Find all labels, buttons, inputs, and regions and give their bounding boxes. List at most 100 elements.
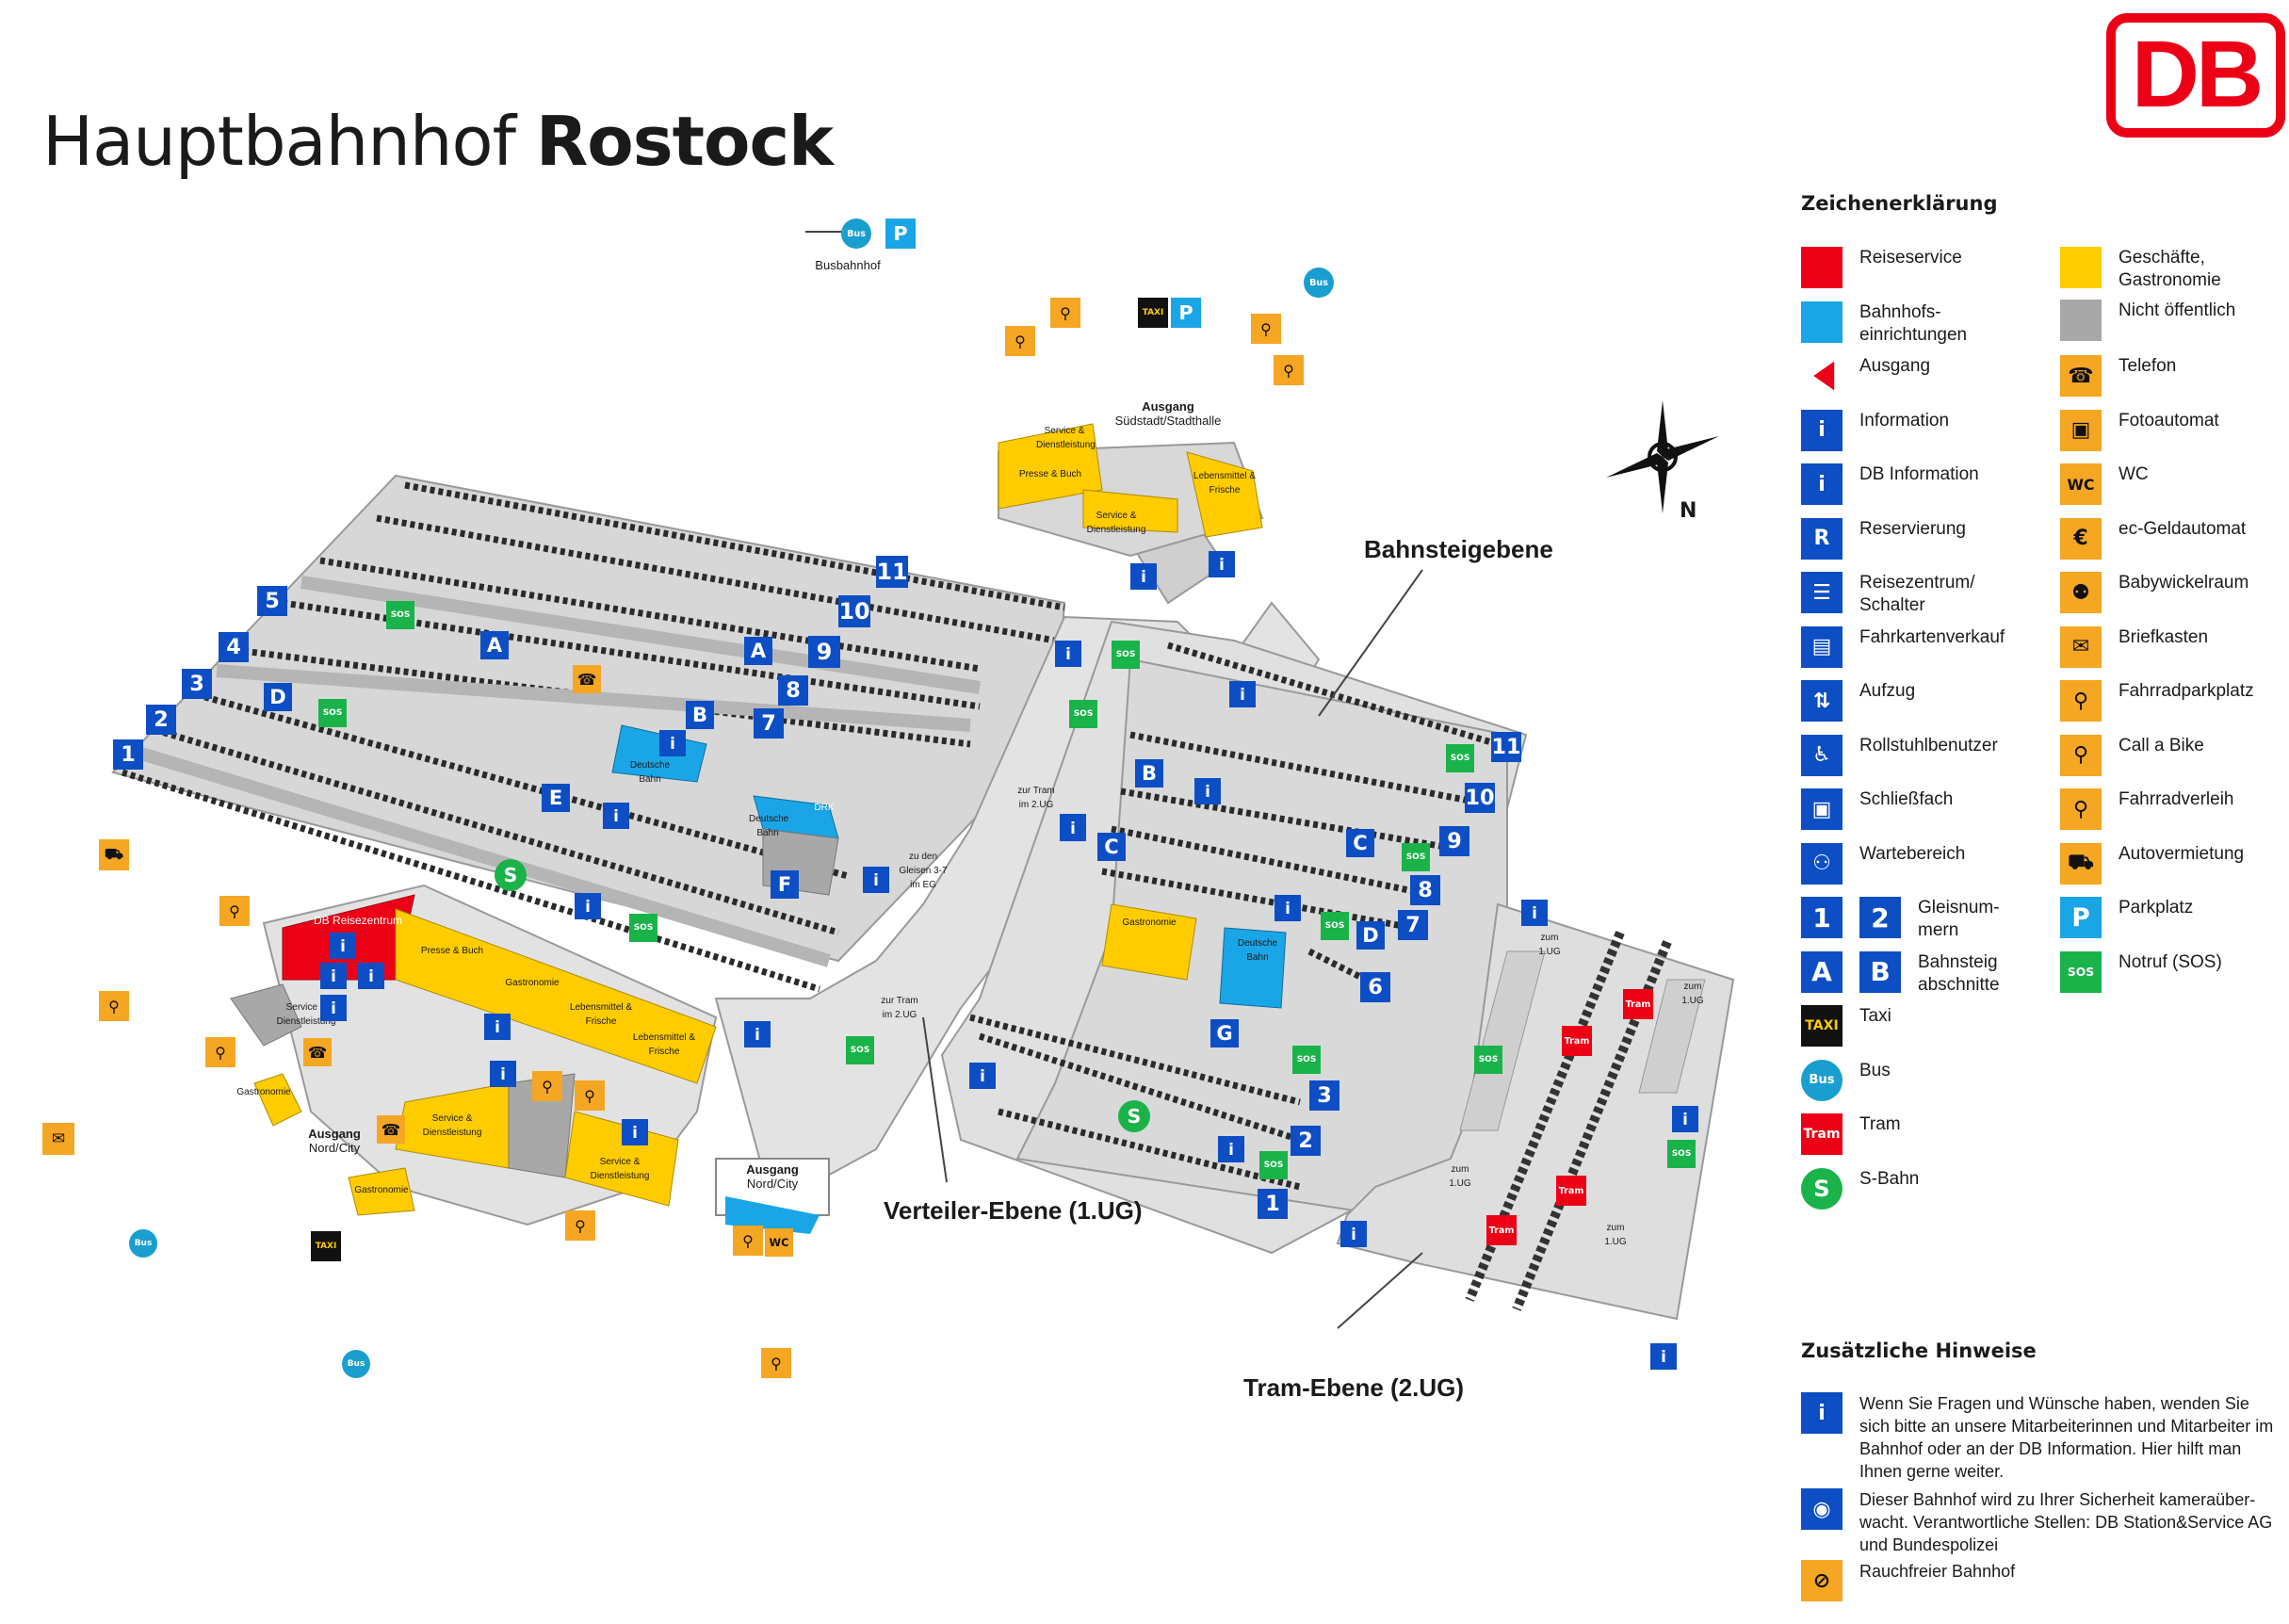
track-number-badge: 7: [1398, 910, 1428, 940]
reservation-icon: R: [1801, 517, 1843, 560]
info-icon: i: [484, 1014, 511, 1040]
sbahn-icon: S: [1118, 1100, 1150, 1132]
sos-icon: SOS: [1446, 744, 1474, 772]
taxi-icon: TAXI: [311, 1231, 341, 1261]
shop-label: Service & Dienstleistung: [422, 1113, 482, 1138]
legend-item-label: Ausgang: [1859, 356, 1931, 376]
shop-label: Service & Dienstleistung: [590, 1157, 650, 1181]
bus-icon: Bus: [841, 219, 871, 249]
info-icon: i: [330, 933, 356, 959]
legend-item: ▤Fahrkartenverkauf: [1801, 625, 2005, 668]
legend-item: Geschäfte, Gastronomie: [2060, 247, 2221, 292]
legend-item-label: Reservierung: [1859, 518, 1966, 539]
track-number-badge: 3: [1309, 1080, 1339, 1111]
shop-label: Deutsche Bahn: [1237, 938, 1278, 963]
info-icon: i: [659, 730, 686, 756]
info-icon: i: [1340, 1221, 1367, 1247]
info-icon: i: [1521, 900, 1548, 926]
shop-label: Presse & Buch: [1018, 469, 1082, 479]
phone-icon: ☎: [2060, 355, 2102, 397]
platform-section-badge: F: [771, 870, 799, 899]
platform-section-badge: D: [1356, 921, 1385, 950]
note-text: Dieser Bahnhof wird zu Ihrer Sicherheit …: [1859, 1490, 2273, 1554]
track-number-badge: 8: [1410, 875, 1440, 905]
platform-section-badge: A: [744, 637, 772, 665]
legend-item-label: Notruf (SOS): [2119, 951, 2222, 972]
legend-item-label: Call a Bike: [2119, 735, 2204, 755]
db-logo: DB: [2106, 13, 2285, 138]
car-rental-icon: ⛟: [2060, 842, 2102, 885]
info-icon: i: [603, 803, 629, 829]
legend-item-label: Babywickelraum: [2119, 573, 2249, 593]
platform-section-badge: D: [264, 683, 292, 711]
shop-label-reisezentrum: DB Reisezentrum: [313, 914, 403, 927]
platform-section-badge: B: [1135, 759, 1163, 788]
bike-icon: ⚲: [1050, 298, 1080, 328]
legend-item-label: Fahrradparkplatz: [2119, 681, 2254, 701]
busbahnhof-label: Busbahnhof: [815, 258, 881, 272]
info-icon: i: [1209, 551, 1235, 577]
legend-item: ⛟Autovermietung: [2060, 842, 2244, 885]
sos-icon: SOS: [1292, 1046, 1321, 1074]
bike-icon: ⚲: [532, 1071, 562, 1101]
legend-item: ⚲Call a Bike: [2060, 734, 2204, 776]
legend-item-label: Reisezentrum/ Schalter: [1859, 573, 1975, 615]
camera-icon: ◉: [1801, 1488, 1843, 1530]
bus-icon: Bus: [129, 1229, 157, 1258]
sos-icon: SOS: [1069, 700, 1097, 728]
sos-icon: SOS: [1259, 1151, 1288, 1179]
info-icon: i: [358, 963, 384, 989]
waiting-area-icon: ⚇: [1801, 842, 1843, 885]
bike-icon: ⚲: [575, 1080, 605, 1111]
platform-section-badge: E: [542, 784, 570, 812]
legend-item-label: Briefkasten: [2119, 626, 2209, 647]
shop-label: Gastronomie: [354, 1185, 409, 1195]
bike-icon: ⚲: [205, 1037, 235, 1067]
sos-icon: SOS: [2060, 950, 2102, 993]
legend-item-label: S-Bahn: [1859, 1168, 1920, 1189]
stairs-note: zur Tram im 2.UG: [1017, 786, 1055, 810]
track-number-badge: 1: [113, 739, 143, 770]
shop-label: Gastronomie: [1122, 918, 1177, 928]
track-number-badge: 9: [808, 636, 840, 668]
shop-label: Gastronomie: [236, 1087, 291, 1097]
info-icon: i: [1194, 778, 1221, 804]
info-icon: i: [490, 1061, 516, 1087]
legend-item: ☰Reisezentrum/ Schalter: [1801, 572, 1975, 617]
track-number-badge: 2: [1291, 1126, 1321, 1156]
legend-item-label: Wartebereich: [1859, 843, 1966, 864]
sbahn-icon: S: [1801, 1167, 1843, 1210]
note-item: ⊘Rauchfreier Bahnhof: [1801, 1560, 2274, 1601]
stairs-note: zum 1.UG: [1604, 1223, 1627, 1247]
level-label-tram: Tram-Ebene (2.UG): [1243, 1373, 1465, 1402]
info-icon: i: [1060, 815, 1086, 841]
shop-label: Deutsche Bahn: [749, 814, 789, 838]
info-icon: i: [320, 995, 347, 1021]
photo-booth-icon: ▣: [2060, 409, 2102, 451]
phone-icon: ☎: [377, 1115, 405, 1144]
legend-item-label: Telefon: [2119, 356, 2177, 376]
mailbox-icon: ✉: [2060, 625, 2102, 668]
legend-item: R Reservierung: [1801, 517, 1966, 560]
db-info-icon: i: [1801, 463, 1843, 505]
no-smoking-icon: ⊘: [1801, 1560, 1843, 1601]
legend-item-label: Aufzug: [1859, 681, 1916, 701]
legend-item: ♿Rollstuhlbenutzer: [1801, 734, 1998, 776]
legend-item-label: WC: [2119, 464, 2149, 484]
shop-label: Lebensmittel & Frische: [632, 1032, 696, 1057]
compass-icon: [1606, 400, 1719, 513]
track-number-badge: 10: [838, 595, 870, 627]
stairs-note: zum 1.UG: [1681, 982, 1704, 1006]
cyan-square-icon: [1801, 300, 1843, 343]
wc-icon: WC: [765, 1228, 793, 1257]
tram-icon: Tram: [1556, 1176, 1586, 1206]
tram-icon: Tram: [1562, 1026, 1592, 1056]
legend-item-label: Schließfach: [1859, 789, 1954, 809]
